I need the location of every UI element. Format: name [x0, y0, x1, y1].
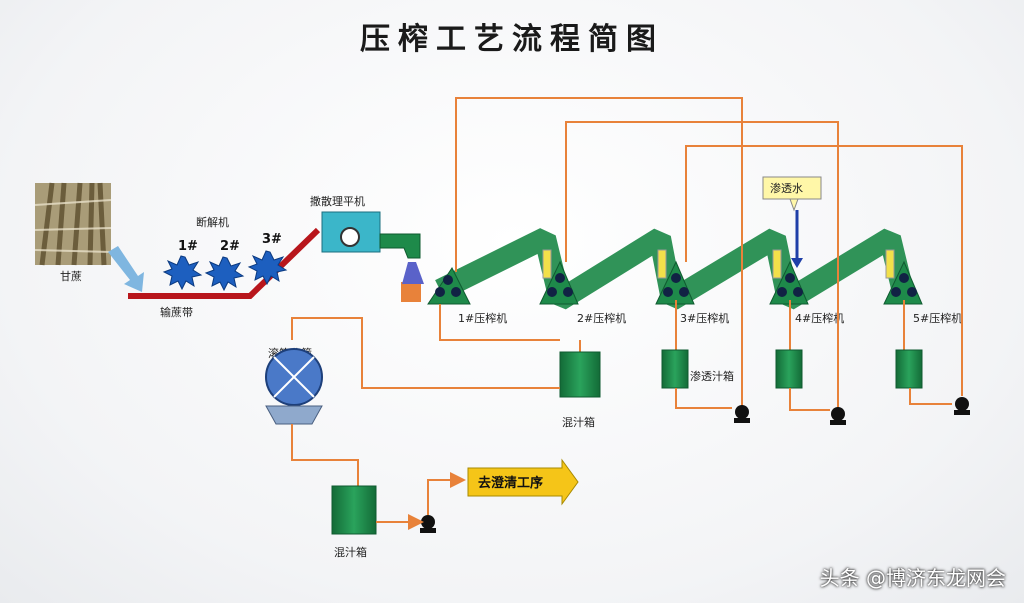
shredder-3-label: 3# — [262, 232, 282, 247]
mill-1-label: 1#压榨机 — [458, 311, 507, 325]
pump-icon — [830, 407, 846, 425]
leveler-label: 撒散理平机 — [310, 194, 365, 208]
page-title: 压榨工艺流程简图 — [360, 22, 664, 57]
water-callout — [762, 176, 822, 212]
mill-2-label: 2#压榨机 — [577, 311, 626, 325]
conveyor-label: 输蔗带 — [160, 305, 193, 319]
shredder-1-icon — [162, 255, 203, 291]
water-label: 渗透水 — [770, 181, 803, 195]
mill3-juice-tank — [661, 349, 689, 389]
pumps — [420, 397, 970, 533]
watermark: 头条 @博济东龙网会 — [819, 566, 1006, 590]
shredder-label: 断解机 — [196, 215, 229, 229]
pump-icon — [734, 405, 750, 423]
shredder-1-label: 1# — [178, 239, 198, 254]
mill5-juice-tank — [895, 349, 923, 389]
rotary-screen — [265, 348, 323, 425]
to-clarification-arrow — [467, 458, 579, 506]
mill-4-label: 4#压榨机 — [795, 311, 844, 325]
mill-1 — [427, 267, 471, 305]
shredder-3-icon — [247, 250, 288, 286]
mixed-tank-2-label: 混汁箱 — [334, 545, 367, 559]
pump-icon — [420, 515, 436, 533]
mill-3-label: 3#压榨机 — [680, 311, 729, 325]
leveler-machine — [321, 211, 424, 302]
mill4-juice-tank — [775, 349, 803, 389]
infusion-tank-label: 渗透汁箱 — [690, 369, 734, 383]
cane-label: 甘蔗 — [60, 270, 82, 283]
mill-2 — [539, 260, 579, 305]
mixed-juice-tank-2 — [331, 485, 377, 535]
recirculation-pipes — [439, 97, 963, 410]
to-clarification-label: 去澄清工序 — [478, 475, 543, 491]
sugarcane-image — [34, 182, 112, 266]
mixed-juice-tank-1 — [559, 351, 601, 398]
shredder-2-icon — [204, 256, 245, 292]
mill-5-label: 5#压榨机 — [913, 311, 962, 325]
feed-arrow — [108, 246, 144, 292]
shredder-2-label: 2# — [220, 239, 240, 254]
mill-3 — [655, 260, 695, 305]
pump-icon — [954, 397, 970, 415]
mixed-tank-1-label: 混汁箱 — [562, 415, 595, 429]
cane-conveyor — [128, 227, 321, 299]
